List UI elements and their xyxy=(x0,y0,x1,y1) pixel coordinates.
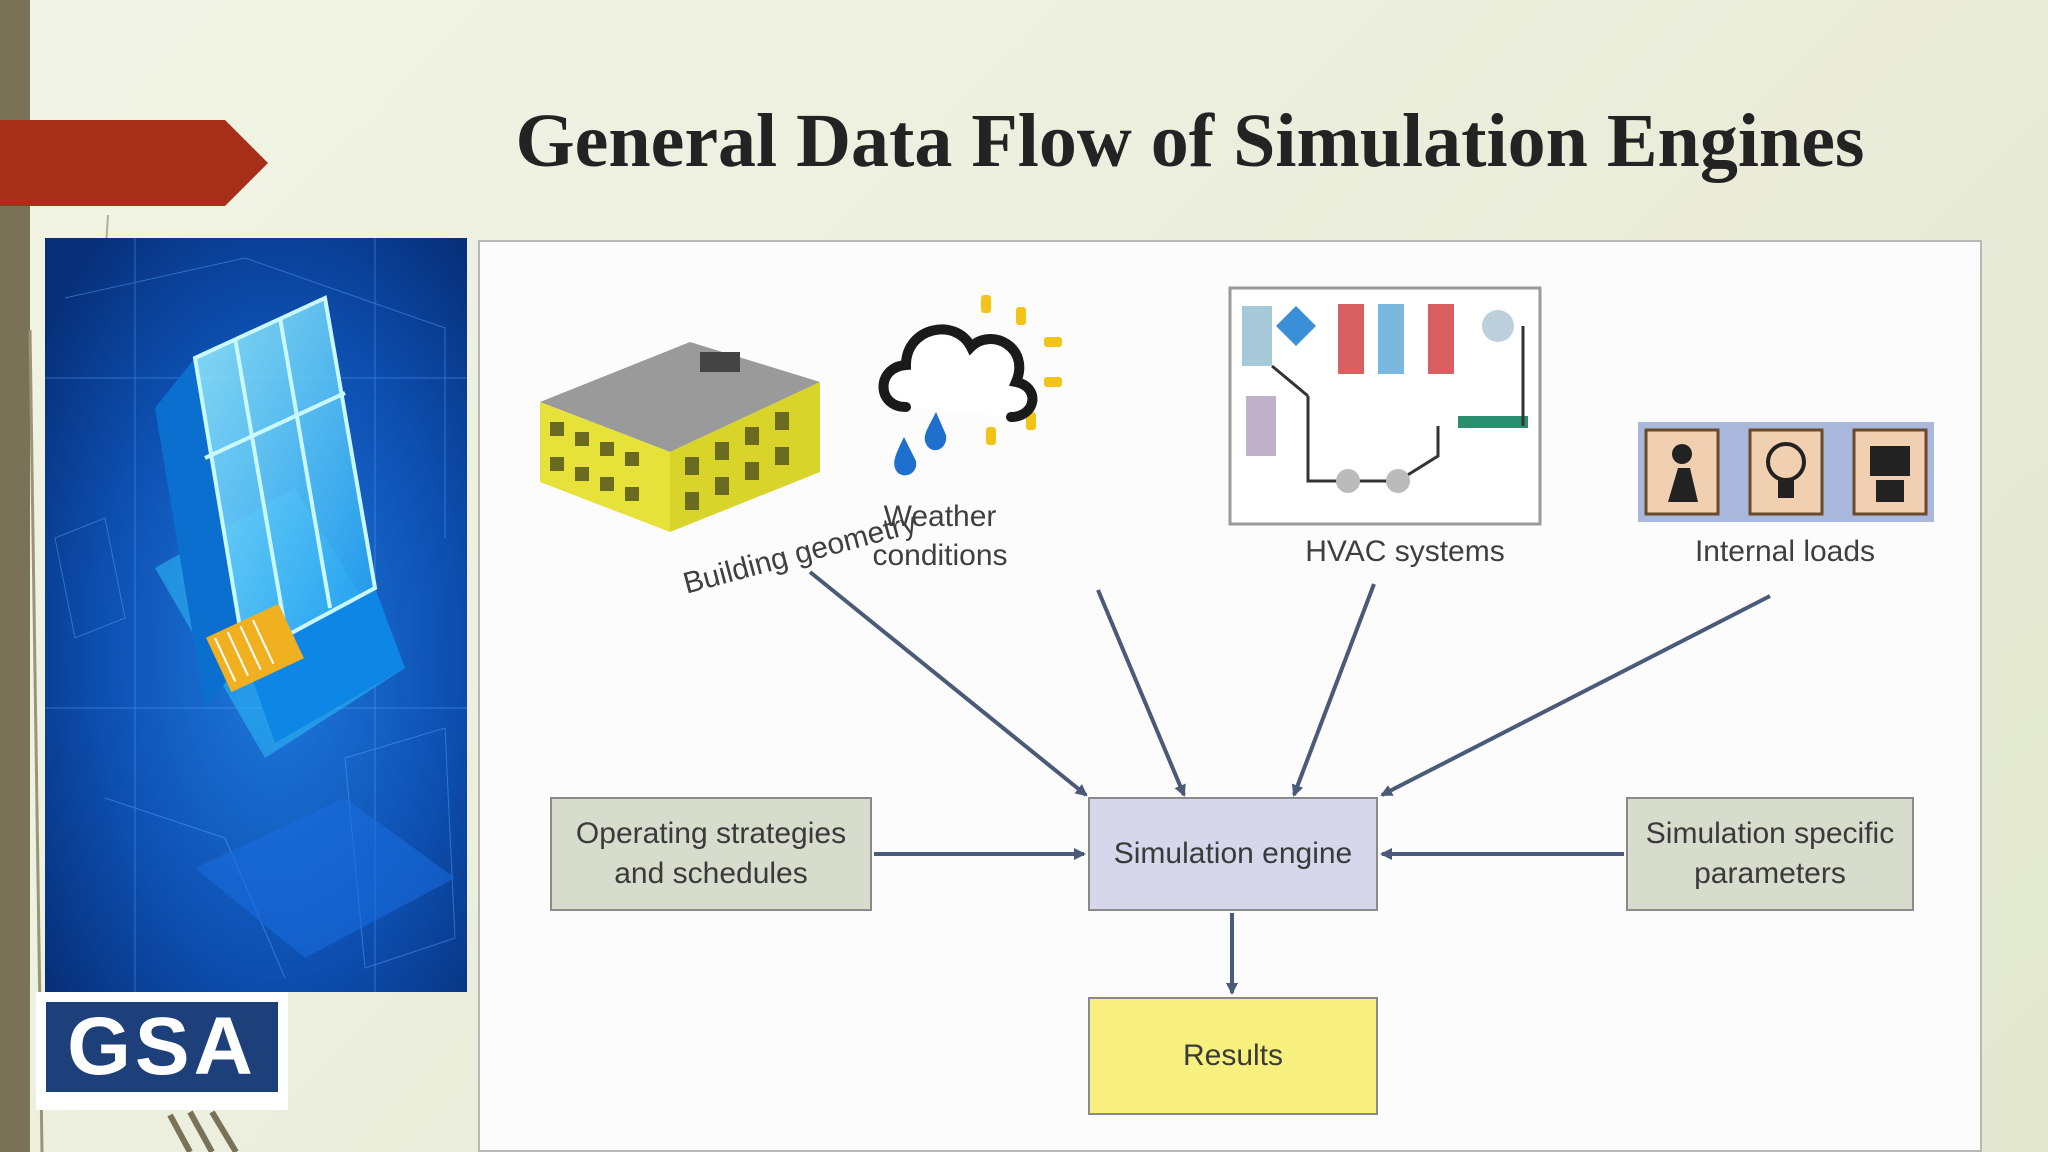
results-box: Results xyxy=(1088,997,1378,1115)
operating-strategies-box: Operating strategies and schedules xyxy=(550,797,872,911)
data-flow-diagram: Building geometry Weather conditions HVA… xyxy=(478,240,1982,1152)
weather-conditions-label: Weather conditions xyxy=(872,500,1008,572)
building-icon xyxy=(540,342,820,532)
page-title: General Data Flow of Simulation Engines xyxy=(515,99,1865,183)
simulation-engine-box: Simulation engine xyxy=(1088,797,1378,911)
blueprint-building-image xyxy=(45,238,467,992)
hvac-systems-label: HVAC systems xyxy=(1305,535,1505,568)
simulation-parameters-box: Simulation specific parameters xyxy=(1626,797,1914,911)
gsa-logo-text: GSA xyxy=(46,1002,278,1092)
internal-loads-label: Internal loads xyxy=(1694,535,1876,568)
weather-icon xyxy=(878,295,1062,476)
hvac-schematic-icon xyxy=(1228,286,1542,526)
diagram-arrows xyxy=(808,570,1771,995)
internal-loads-icon xyxy=(1638,422,1934,522)
red-arrow-tab xyxy=(0,120,268,206)
gsa-logo: GSA xyxy=(36,992,288,1110)
